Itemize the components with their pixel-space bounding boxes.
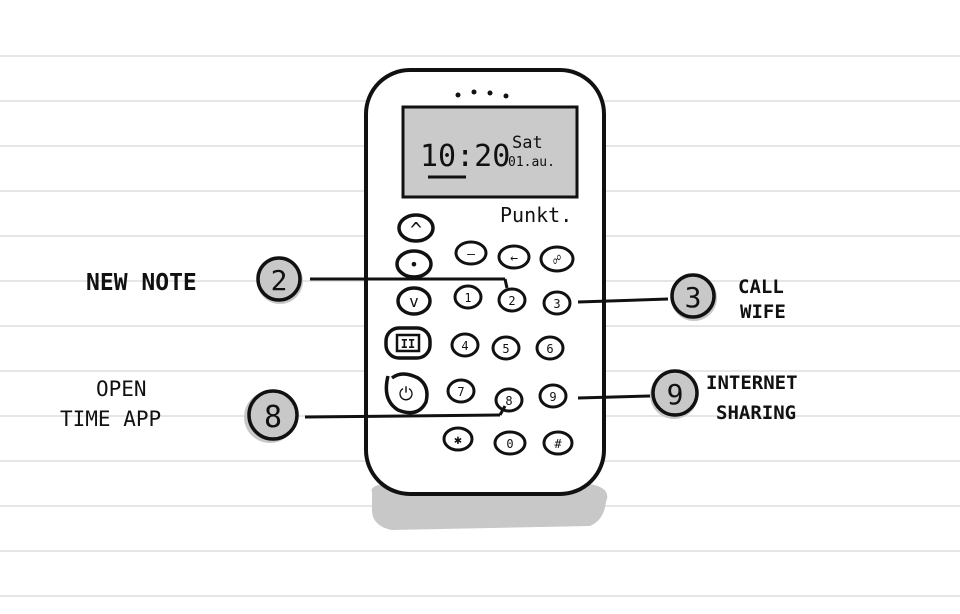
- key-5-label: 5: [502, 342, 509, 356]
- key-power[interactable]: ⏻: [384, 372, 429, 415]
- callout-badge-shadow: [257, 258, 303, 304]
- key-4[interactable]: 4: [450, 332, 480, 358]
- key-4-label: 4: [461, 339, 468, 353]
- callout-label-sharing: SHARING: [716, 402, 796, 424]
- callout-label-new-note: NEW NOTE: [86, 270, 197, 296]
- back-arrow-icon: ←: [510, 251, 518, 266]
- key-7-label: 7: [457, 385, 464, 399]
- key-1[interactable]: 1: [453, 284, 483, 310]
- dash-icon: —: [467, 247, 475, 262]
- hash-icon: #: [554, 437, 562, 451]
- speaker-dots: [455, 89, 509, 99]
- screen-time: 10:20: [420, 139, 510, 174]
- leader-tick-8: [498, 405, 507, 416]
- callout-badge-shadow: [650, 371, 698, 419]
- screen-date: 01.au.: [508, 155, 555, 170]
- callout-label-internet: INTERNET: [706, 372, 798, 394]
- callout-number-3: 3: [685, 281, 702, 314]
- key-pause[interactable]: II: [384, 326, 432, 360]
- power-icon: ⏻: [399, 384, 413, 405]
- key-2[interactable]: 2: [497, 287, 527, 313]
- callout-internet: 9 INTERNET SHARING: [577, 369, 798, 424]
- brand-logo: Punkt.: [500, 203, 572, 227]
- key-2-label: 2: [508, 294, 515, 308]
- callout-badge-shadow: [244, 391, 296, 443]
- key-9[interactable]: 9: [538, 383, 568, 409]
- callout-number-2: 2: [271, 264, 288, 297]
- callout-badge-9: [651, 369, 699, 417]
- key-5[interactable]: 5: [491, 335, 521, 361]
- screen-day: Sat: [512, 133, 543, 153]
- key-3-label: 3: [553, 297, 560, 311]
- callout-label-open: OPEN: [96, 377, 147, 401]
- callout-badge-8: [247, 389, 299, 441]
- callout-label-wife: WIFE: [740, 301, 786, 323]
- callout-new-note: 2 NEW NOTE: [86, 256, 509, 304]
- leader-tick-2: [503, 278, 509, 289]
- key-v[interactable]: v: [396, 286, 432, 316]
- phone-screen: [401, 105, 579, 199]
- key-8-label: 8: [505, 394, 512, 408]
- key-6[interactable]: 6: [535, 335, 565, 361]
- key-special[interactable]: ☍: [539, 245, 575, 273]
- key-1-label: 1: [464, 291, 471, 305]
- asterisk-icon: ✱: [454, 433, 462, 448]
- callout-label-call: CALL: [738, 276, 784, 298]
- key-7[interactable]: 7: [446, 378, 476, 404]
- leader-line-9: [577, 394, 651, 400]
- callout-badge-2: [256, 256, 302, 302]
- key-3[interactable]: 3: [542, 290, 572, 316]
- key-up[interactable]: ^: [397, 213, 435, 243]
- callout-open-time: 8 OPEN TIME APP: [60, 377, 507, 443]
- leader-line-3: [577, 297, 669, 304]
- key-star[interactable]: ✱: [442, 426, 474, 452]
- dot-icon: •: [409, 255, 419, 274]
- callout-label-time-app: TIME APP: [60, 407, 161, 431]
- key-9-label: 9: [549, 390, 556, 404]
- chevron-up-icon: ^: [410, 218, 422, 242]
- callout-badge-shadow: [671, 275, 717, 321]
- key-v-label: v: [409, 292, 419, 311]
- callout-number-8: 8: [264, 400, 282, 435]
- key-back[interactable]: ←: [497, 244, 531, 270]
- callout-badge-3: [670, 273, 716, 319]
- keypad: ^ • — ← ☍ v 1 2: [384, 213, 575, 456]
- callout-call-wife: 3 CALL WIFE: [577, 273, 786, 323]
- key-0[interactable]: 0: [493, 430, 527, 456]
- key-dot[interactable]: •: [395, 249, 433, 279]
- leader-line-8: [304, 413, 501, 419]
- key-hash[interactable]: #: [542, 430, 574, 456]
- callout-number-9: 9: [667, 378, 684, 411]
- special-icon: ☍: [553, 253, 561, 268]
- key-8[interactable]: 8: [494, 387, 524, 413]
- key-dash[interactable]: —: [454, 240, 488, 266]
- key-0-label: 0: [506, 437, 513, 451]
- pause-icon: II: [401, 337, 415, 351]
- key-6-label: 6: [546, 342, 553, 356]
